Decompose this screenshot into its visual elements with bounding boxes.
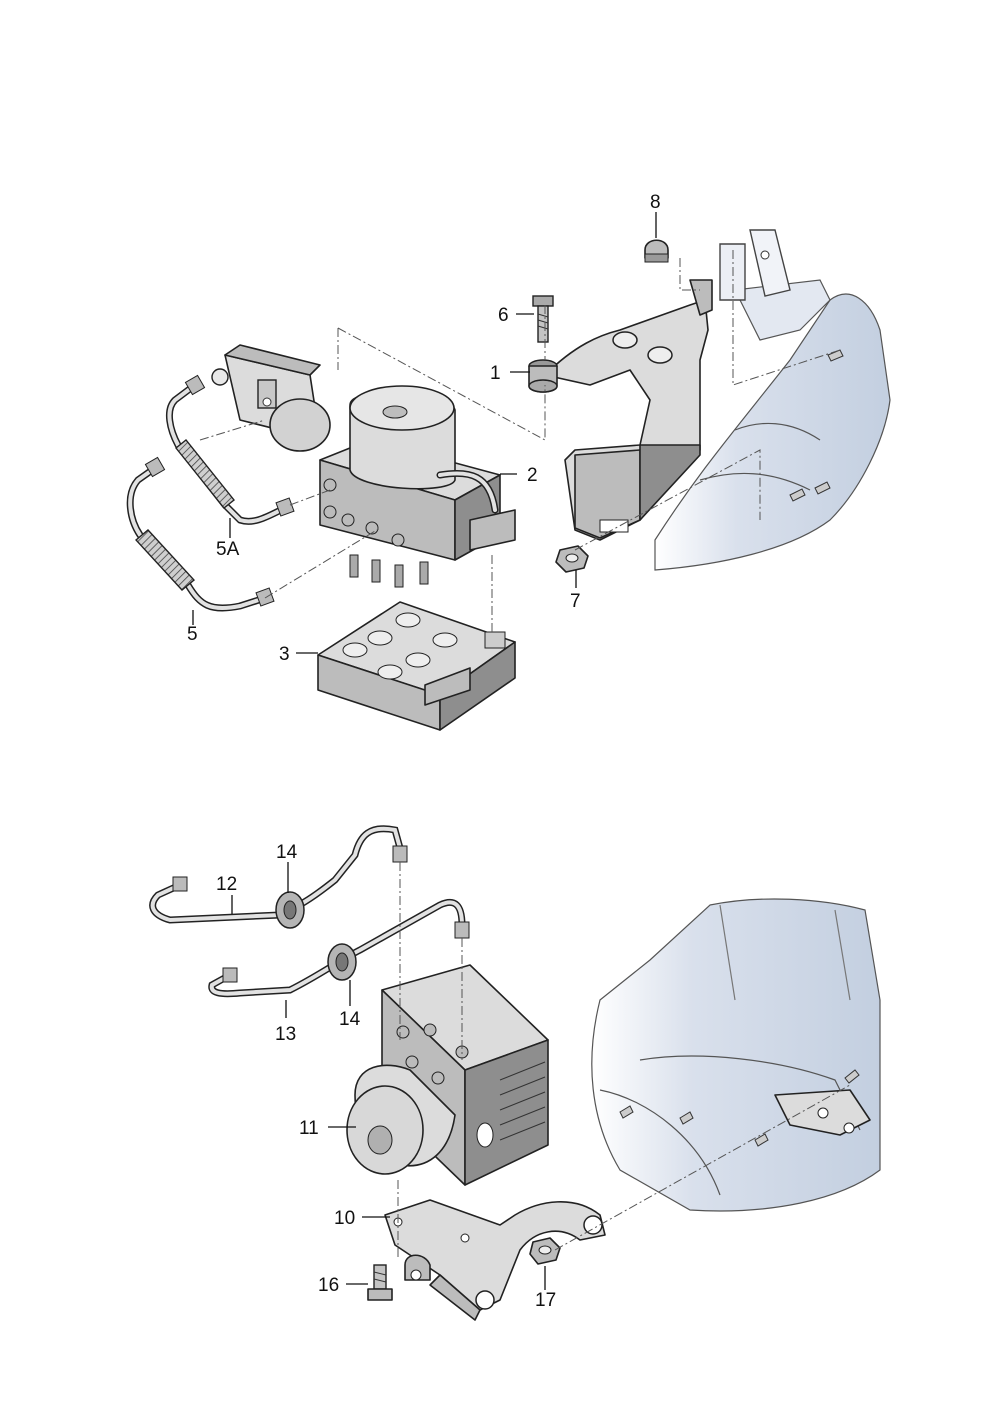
control-module-3 (317, 601, 516, 731)
nut-7 (555, 545, 589, 573)
abs-bracket-10 (384, 1199, 606, 1321)
callout-3: 3 (279, 644, 290, 665)
callout-11: 11 (299, 1118, 319, 1139)
nut-17 (529, 1237, 561, 1265)
grommet-14a (275, 891, 305, 929)
screw-icon (789, 349, 844, 502)
callout-16: 16 (318, 1275, 339, 1296)
hydraulic-unit-2 (319, 385, 516, 588)
callout-12: 12 (216, 874, 237, 895)
assembly-lines-top (199, 250, 841, 635)
callout-14b: 14 (339, 1009, 361, 1030)
callout-13: 13 (275, 1024, 296, 1045)
brake-line-13 (208, 898, 470, 998)
callout-7: 7 (570, 591, 581, 612)
brake-line-12 (149, 825, 408, 924)
vehicle-body-section-bottom (591, 898, 881, 1212)
bolt-6 (532, 295, 554, 343)
abs-bracket-top (544, 279, 713, 541)
callout-labels: 1 2 3 5 5A 6 7 8 10 11 12 13 14 14 16 17 (187, 192, 661, 1311)
control-unit-top (211, 344, 331, 452)
bolt-16 (367, 1264, 393, 1301)
rubber-mount-1 (528, 359, 558, 393)
screw-icon (619, 1069, 860, 1147)
callout-5: 5 (187, 624, 198, 645)
port-icon (396, 1023, 469, 1085)
callout-17: 17 (535, 1290, 556, 1311)
brake-line-5a (165, 374, 295, 525)
vehicle-body-section-top (654, 229, 891, 571)
leader-lines (192, 212, 657, 1290)
callout-1: 1 (490, 363, 501, 384)
callout-6: 6 (498, 305, 509, 326)
callout-8: 8 (650, 192, 661, 213)
brake-line-5 (126, 456, 275, 612)
cap-nut-8 (644, 239, 669, 263)
callout-14a: 14 (276, 842, 298, 863)
cooling-fins (499, 1061, 546, 1141)
callout-2: 2 (527, 465, 538, 486)
assembly-lines-bottom (397, 862, 851, 1260)
grommet-14b (327, 943, 357, 981)
socket-icon (342, 612, 458, 680)
port-icon (323, 478, 405, 547)
abs-unit-11 (346, 964, 549, 1186)
callout-10: 10 (334, 1208, 355, 1229)
callout-5a: 5A (216, 539, 240, 560)
